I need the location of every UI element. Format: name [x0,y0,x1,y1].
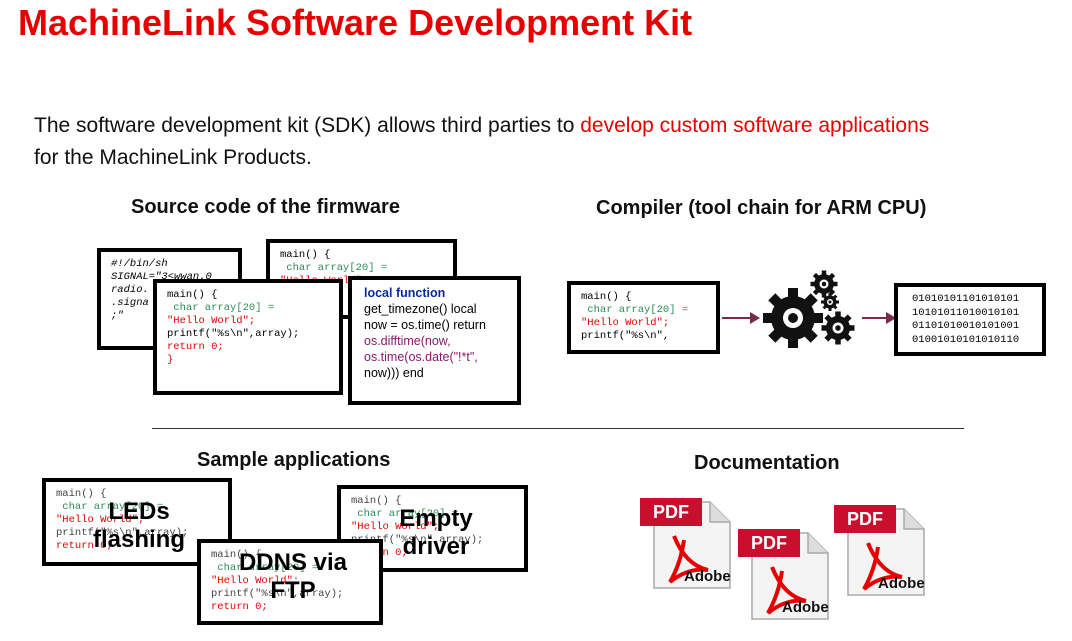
compiler-input-code: main() { char array[20] = "Hello World";… [581,291,689,342]
sample-box-ddns: main() { char array[20] = "Hello World";… [197,539,383,625]
arrow-to-compiler-icon [722,312,760,324]
pdf-brand: Adobe [782,599,829,616]
binary-output-box: 01010101101010101 10101011010010101 0110… [894,283,1046,356]
intro-part2: for the MachineLink Products. [34,146,312,169]
arrow-to-binary-icon [862,312,896,324]
pdf-brand: Adobe [878,575,925,592]
gears-icon [763,270,855,348]
sample-leds-code: main() { char array[20] = "Hello World";… [56,488,189,552]
code-box-compiler-input: main() { char array[20] = "Hello World";… [567,281,720,354]
pdf-brand: Adobe [684,568,731,585]
intro-part1: The software development kit (SDK) allow… [34,114,581,137]
pdf-document-2[interactable]: PDF Adobe [738,527,834,628]
sample-empty-code: main() { char array[20] = "Hello World";… [351,495,484,559]
lua-code: local function get_timezone() local now … [364,286,486,380]
sample-label-ddns: DDNS via FTP [238,549,348,604]
code-box-lua: local function get_timezone() local now … [348,276,521,405]
section-divider [152,428,964,429]
intro-text: The software development kit (SDK) allow… [34,110,1044,174]
shell-code: #!/bin/sh SIGNAL="3<wwan.0 radio. .signa… [111,258,212,322]
pdf-document-3[interactable]: PDF Adobe [834,503,930,604]
code-box-c: main() { char array[20] = "Hello World";… [153,279,343,395]
page-title: MachineLink Software Development Kit [18,2,693,43]
pdf-badge: PDF [640,498,702,526]
pdf-document-1[interactable]: PDF Adobe [640,496,736,597]
heading-source-code: Source code of the firmware [131,196,400,218]
pdf-badge: PDF [834,505,896,533]
heading-samples: Sample applications [197,449,391,471]
sample-ddns-code: main() { char array[20] = "Hello World";… [211,549,344,613]
intro-highlight: develop custom software applications [580,114,930,137]
heading-compiler: Compiler (tool chain for ARM CPU) [596,197,927,219]
sample-label-leds: LEDs flashing [92,498,185,553]
sample-label-empty: Empty driver [399,505,473,560]
sample-box-leds: main() { char array[20] = "Hello World";… [42,478,232,566]
c-code: main() { char array[20] = "Hello World";… [167,289,300,366]
binary-output: 01010101101010101 10101011010010101 0110… [912,293,1020,346]
pdf-badge: PDF [738,529,800,557]
heading-documentation: Documentation [694,452,840,474]
